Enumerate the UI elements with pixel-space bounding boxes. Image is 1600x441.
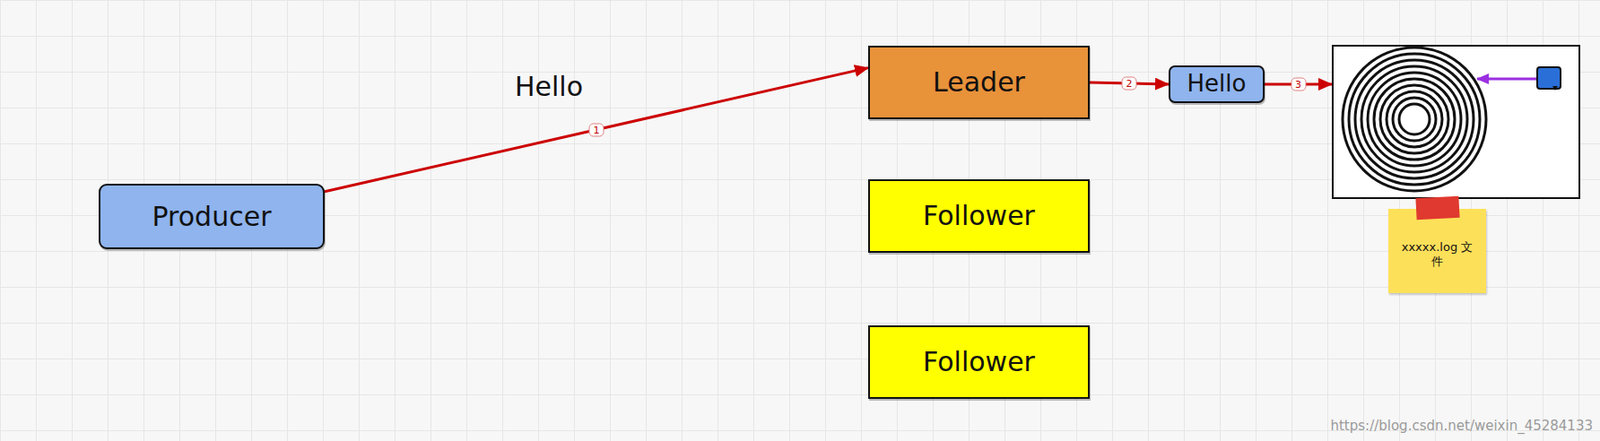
disk-ring [1348,53,1480,185]
callout-number: 3 [1290,78,1306,92]
node-label: Follower [922,346,1035,379]
node-label: Hello [1187,69,1247,98]
disk-ring [1380,85,1449,154]
node-label: Follower [922,200,1035,233]
tape [1415,196,1460,220]
disk-illustration [1333,46,1579,198]
callout-number: 1 [589,122,605,137]
read-head-arm [1477,78,1538,81]
node-label: Producer [152,200,272,234]
follower-box: Follower [868,179,1090,253]
watermark: https://blog.csdn.net/weixin_45284133 [1330,417,1593,435]
disk-box: xxxxx.log 文件 [1331,44,1581,200]
producer-box: Producer [98,183,325,250]
message-box: Hello [1168,65,1265,104]
disk-ring [1367,72,1461,166]
disk-ring [1386,91,1443,148]
disk-ring [1355,60,1474,179]
follower-box: Follower [868,325,1090,400]
arrow-connector [324,68,869,192]
read-head-tip [1552,86,1558,91]
disk-ring [1361,66,1468,173]
sticky-note: xxxxx.log 文件 [1388,208,1487,294]
callout-number: 2 [1121,77,1138,91]
disk-ring [1392,97,1436,141]
disk-ring [1342,47,1487,192]
file-label: xxxxx.log 文件 [1401,240,1474,269]
disk-ring [1373,78,1455,160]
message-label: Hello [514,70,583,103]
leader-box: Leader [868,45,1090,120]
disk-ring [1399,104,1430,135]
read-head [1537,67,1561,89]
node-label: Leader [932,66,1026,99]
